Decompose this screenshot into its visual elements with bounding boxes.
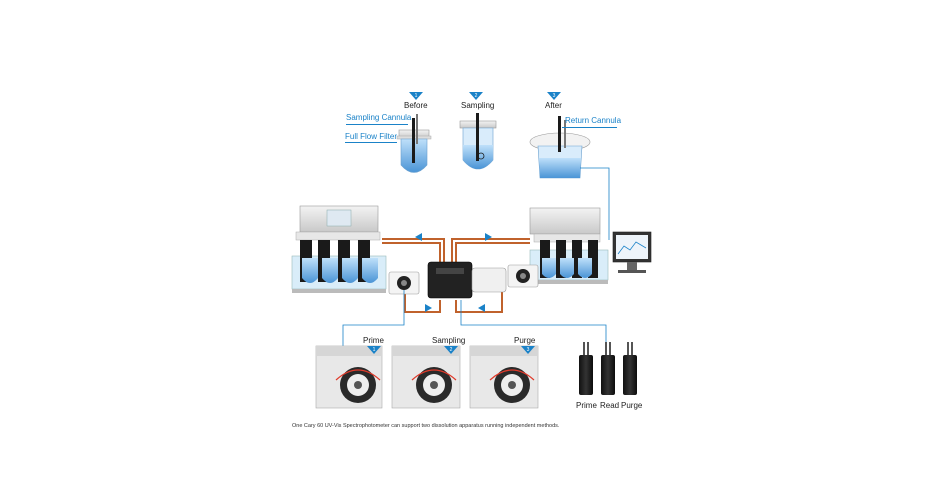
dissolution-apparatus-right — [529, 207, 609, 284]
label-return-cannula: Return Cannula — [565, 116, 622, 125]
valve-read — [601, 342, 615, 395]
tubing — [382, 238, 530, 313]
underline-full-flow-filter — [345, 142, 397, 143]
pump-panel-sampling — [391, 345, 461, 409]
step-number: 1 — [373, 347, 376, 353]
connector-line-valves — [460, 300, 607, 350]
peristaltic-pump-left — [388, 271, 420, 295]
vessel-after — [529, 116, 591, 179]
connector-line-pumps — [342, 290, 405, 346]
flow-arrow-left-top — [415, 233, 422, 241]
step-number: 3 — [527, 347, 530, 353]
computer-monitor — [612, 231, 652, 273]
dissolution-apparatus-left — [291, 205, 387, 293]
flow-arrows — [415, 233, 492, 312]
flow-arrow-left-bottom — [425, 304, 432, 312]
connector-line-after — [580, 167, 610, 240]
step-marker-sampling-pump: 2 — [444, 346, 458, 354]
pump-panel-purge — [469, 345, 539, 409]
step-number: 2 — [450, 347, 453, 353]
label-pump-sampling: Sampling — [432, 336, 466, 345]
vessel-before — [396, 114, 432, 173]
valve-prime — [579, 342, 593, 395]
label-before: Before — [404, 101, 428, 110]
label-pump-prime: Prime — [363, 336, 384, 345]
peristaltic-pump-right — [507, 264, 539, 288]
figure-caption: One Cary 60 UV-Vis Spectrophotometer can… — [292, 423, 560, 429]
label-full-flow-filter: Full Flow Filter — [345, 132, 398, 141]
step-marker-after: 3 — [547, 92, 561, 100]
label-after: After — [545, 101, 562, 110]
valve-purge — [623, 342, 637, 395]
underline-return-cannula — [562, 127, 617, 128]
flow-arrow-right-top — [485, 233, 492, 241]
label-valve-purge: Purge — [621, 401, 643, 410]
step-marker-purge: 3 — [521, 346, 535, 354]
label-valve-read: Read — [600, 401, 620, 410]
step-marker-sampling: 2 — [469, 92, 483, 100]
pump-panel-prime — [315, 345, 383, 409]
step-marker-before: 1 — [409, 92, 423, 100]
underline-sampling-cannula — [346, 124, 408, 125]
step-number: 2 — [475, 93, 478, 99]
vessel-sampling — [459, 113, 497, 170]
label-sampling: Sampling — [461, 101, 495, 110]
step-number: 1 — [415, 93, 418, 99]
label-valve-prime: Prime — [576, 401, 597, 410]
label-sampling-cannula: Sampling Cannula — [346, 113, 412, 122]
step-marker-prime: 1 — [367, 346, 381, 354]
flow-arrow-right-bottom — [478, 304, 485, 312]
label-pump-purge: Purge — [514, 336, 536, 345]
spectrophotometer — [427, 261, 507, 299]
step-number: 3 — [553, 93, 556, 99]
